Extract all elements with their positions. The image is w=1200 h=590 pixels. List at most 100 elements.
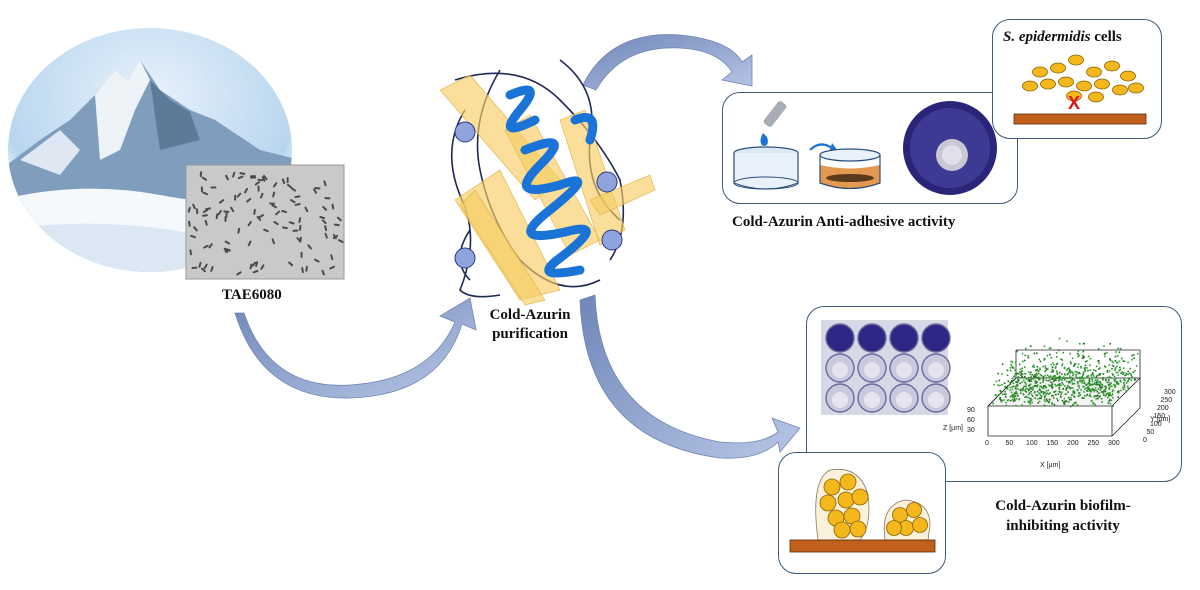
biofilm-point — [1076, 366, 1079, 369]
biofilm-point — [1112, 396, 1114, 399]
biofilm-point — [1065, 393, 1067, 396]
biofilm-point — [1011, 361, 1014, 364]
biofilm-point — [1086, 389, 1088, 392]
biofilm-point — [1074, 402, 1077, 404]
biofilm-point — [1087, 375, 1089, 378]
biofilm-point — [1068, 401, 1070, 403]
biofilm-point — [1006, 399, 1009, 402]
biofilm-point — [1078, 387, 1081, 389]
biofilm-point — [1107, 402, 1110, 404]
biofilm-point — [1117, 390, 1120, 392]
biofilm-point — [1065, 387, 1068, 390]
biofilm-point — [1067, 377, 1069, 379]
biofilm-point — [1019, 382, 1021, 385]
biofilm-point — [1023, 366, 1026, 368]
biofilm-point — [1045, 379, 1047, 382]
biofilm-point — [1001, 399, 1003, 402]
biofilm-point — [1064, 374, 1066, 376]
biofilm-point — [1036, 381, 1039, 383]
biofilm-point — [1030, 375, 1032, 378]
biofilm-point — [1116, 355, 1119, 357]
biofilm-point — [1050, 363, 1053, 366]
bacterium — [271, 204, 278, 209]
biofilm-point — [1062, 388, 1064, 390]
biofilm-point — [1125, 372, 1128, 375]
biofilm-point — [1104, 355, 1106, 358]
biofilm-point — [1024, 354, 1026, 357]
biofilm-point — [1042, 375, 1045, 378]
biofilm-point — [1111, 390, 1114, 393]
biofilm-point — [1058, 349, 1060, 352]
biofilm-point — [1060, 393, 1063, 395]
biofilm-point — [1005, 393, 1007, 396]
biofilm-point — [1014, 373, 1016, 375]
biofilm-cells — [819, 473, 928, 539]
biofilm-point — [1013, 394, 1015, 397]
biofilm-point — [1070, 394, 1073, 396]
bacterium — [247, 240, 252, 247]
well-center — [928, 362, 944, 378]
x-tick-label: 50 — [1005, 440, 1014, 447]
biofilm-point — [1066, 373, 1068, 376]
species-name: S. epidermidis — [1003, 29, 1091, 45]
biofilm-point — [1022, 388, 1024, 390]
biofilm-point — [1094, 395, 1096, 397]
biofilm-point — [1048, 398, 1051, 401]
biofilm-point — [1119, 379, 1122, 382]
biofilm-point — [1074, 370, 1076, 373]
biofilm-point — [1069, 387, 1071, 390]
biofilm-point — [1088, 384, 1091, 387]
biofilm-point — [1040, 374, 1043, 377]
biofilm-point — [1022, 360, 1024, 363]
biofilm-point — [1082, 350, 1085, 353]
z-tick-label: 90 — [967, 407, 975, 414]
biofilm-point — [1043, 359, 1045, 361]
well-center — [928, 392, 944, 408]
bacterium — [272, 191, 276, 198]
biofilm-point — [1067, 373, 1069, 375]
biofilm-point — [1038, 376, 1040, 379]
biofilm-point — [1109, 398, 1111, 401]
biofilm-point — [1106, 370, 1109, 372]
bacterium — [210, 266, 214, 272]
biofilm-point — [1067, 384, 1069, 387]
biofilm-point — [1122, 373, 1124, 376]
biofilm-point — [1083, 391, 1085, 393]
biofilm-point — [1116, 365, 1118, 368]
bacterium — [239, 172, 246, 175]
biofilm-point — [1076, 404, 1079, 406]
biofilm-point — [1051, 387, 1054, 389]
biofilm-point — [1020, 374, 1022, 376]
biofilm-point — [1029, 386, 1032, 389]
biofilm-point — [1034, 390, 1036, 393]
biofilm-point — [1055, 352, 1058, 354]
bacterium — [290, 187, 296, 192]
biofilm-point — [1025, 391, 1028, 393]
biofilm-point — [1026, 388, 1029, 390]
bacterium — [290, 199, 296, 204]
biofilm-point — [1089, 369, 1092, 371]
biofilm-point — [1082, 355, 1085, 358]
biofilm-point — [1079, 372, 1081, 375]
well — [889, 323, 919, 353]
biofilm-point — [1058, 337, 1061, 340]
biofilm-point — [1075, 401, 1077, 404]
biofilm-point — [1037, 370, 1040, 373]
biofilm-point — [1110, 377, 1113, 379]
biofilm-point — [1025, 388, 1027, 390]
biofilm-point — [999, 398, 1001, 401]
bacterium — [260, 264, 265, 270]
biofilm-point — [995, 380, 998, 383]
biofilm-point — [1119, 368, 1122, 371]
y-tick-label: 250 — [1160, 397, 1173, 404]
biofilm-point — [1035, 372, 1038, 375]
biofilm-point — [1000, 399, 1002, 402]
biofilm-point — [1016, 381, 1019, 384]
biofilm-point — [994, 394, 997, 396]
biofilm-point — [1058, 386, 1060, 389]
cell — [1040, 78, 1056, 90]
biofilm-point — [1068, 368, 1071, 371]
biofilm-point — [1063, 366, 1066, 369]
biofilm-point — [1102, 393, 1105, 395]
bacterium — [205, 207, 212, 211]
